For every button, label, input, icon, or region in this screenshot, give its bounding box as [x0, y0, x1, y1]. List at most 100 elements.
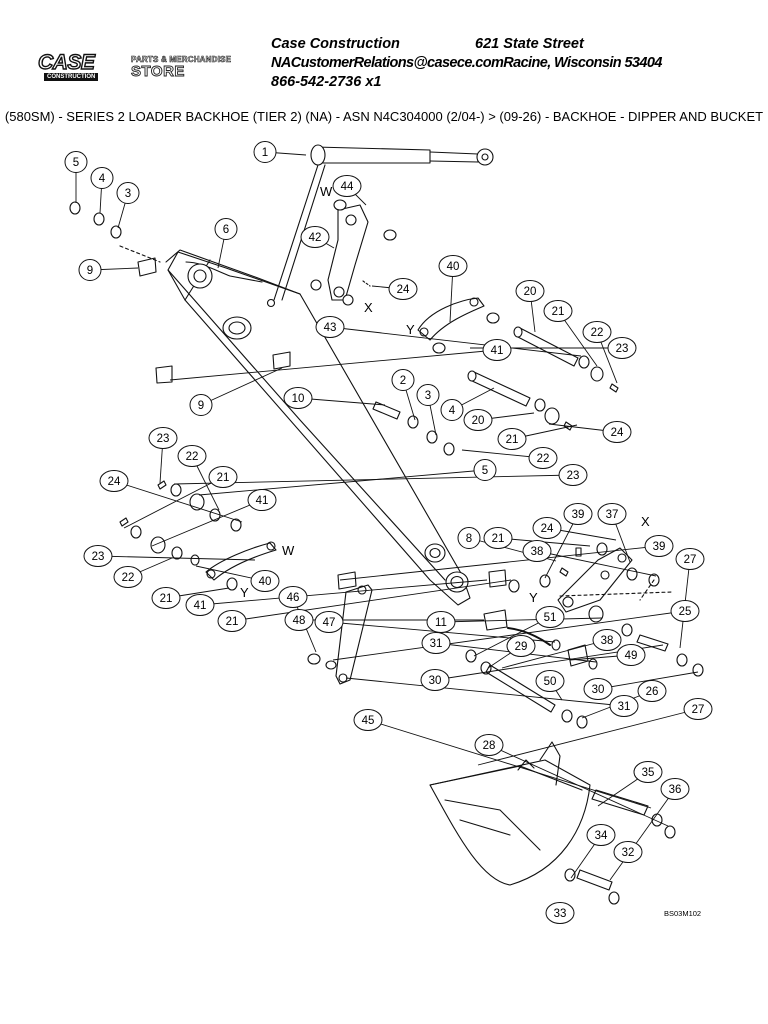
callout-circle [90, 167, 114, 189]
callout-number: 41 [491, 345, 504, 357]
callout-circle [616, 644, 646, 666]
callout-20: 20 [515, 280, 545, 302]
email-city-line: NACustomerRelations@casece.comRacine, Wi… [271, 55, 662, 71]
leader-line [113, 480, 243, 523]
callout-number: 29 [515, 641, 528, 653]
callout-number: 43 [324, 322, 337, 334]
callout-8: 8 [457, 527, 481, 549]
callout-number: 11 [435, 617, 447, 629]
callout-27: 27 [675, 548, 705, 570]
callout-3: 3 [116, 182, 140, 204]
callout-circle [644, 535, 674, 557]
callout-24: 24 [532, 517, 562, 539]
callout-layer: 1543446429244020432122234191023420212422… [64, 141, 713, 924]
callout-number: 42 [309, 232, 322, 244]
connection-letter-W: W [282, 543, 295, 558]
callout-25: 25 [670, 600, 700, 622]
bucket-drawing [429, 741, 676, 905]
callout-number: 5 [73, 157, 79, 169]
leader-line [536, 550, 657, 577]
callout-number: 21 [506, 434, 519, 446]
connection-letter-Y: Y [529, 590, 538, 605]
callout-circle [515, 280, 545, 302]
callout-number: 48 [293, 615, 306, 627]
callout-number: 45 [362, 715, 375, 727]
callout-37: 37 [597, 503, 627, 525]
callout-40: 40 [250, 570, 280, 592]
callout-10: 10 [283, 387, 313, 409]
callout-circle [637, 680, 667, 702]
callout-circle [535, 606, 565, 628]
callout-circle [253, 141, 277, 163]
callout-number: 36 [669, 784, 682, 796]
callout-circle [314, 611, 344, 633]
callout-3: 3 [416, 384, 440, 406]
callout-number: 38 [601, 635, 614, 647]
leader-line [199, 579, 488, 606]
callout-number: 21 [552, 306, 565, 318]
pins-and-washers-drawing [69, 201, 704, 729]
leader-line [501, 639, 608, 669]
callout-circle [151, 587, 181, 609]
callout-circle [426, 611, 456, 633]
case-logo: CASE CONSTRUCTION [37, 51, 118, 82]
callout-23: 23 [607, 337, 637, 359]
callout-24: 24 [99, 470, 129, 492]
leader-line [200, 367, 283, 406]
callout-circle [116, 182, 140, 204]
callout-circle [660, 778, 690, 800]
leader-line [473, 616, 551, 657]
callout-number: 24 [397, 284, 410, 296]
callout-number: 3 [125, 188, 131, 200]
callout-number: 24 [611, 427, 624, 439]
callout-circle [300, 226, 330, 248]
callout-number: 24 [541, 523, 554, 535]
callout-circle [353, 709, 383, 731]
callout-number: 27 [684, 554, 697, 566]
callout-5: 5 [473, 459, 497, 481]
page-title: (580SM) - SERIES 2 LOADER BACKHOE (TIER … [4, 109, 764, 124]
callout-42: 42 [300, 226, 330, 248]
callout-circle [597, 503, 627, 525]
leader-line [367, 719, 652, 809]
part-drawings [69, 144, 704, 905]
callout-23: 23 [558, 464, 588, 486]
drawing-reference: BS03M102 [664, 909, 701, 918]
callout-number: 23 [92, 551, 105, 563]
callout-circle [592, 629, 622, 651]
callout-circle [463, 409, 493, 431]
callout-number: 8 [466, 533, 472, 545]
callout-number: 37 [606, 509, 619, 521]
callout-41: 41 [247, 489, 277, 511]
callout-circle [189, 394, 213, 416]
callout-number: 39 [572, 509, 585, 521]
callout-circle [217, 610, 247, 632]
parts-store-logo: PARTS & MERCHANDISE STORE [131, 55, 271, 85]
case-logo-subtitle: CONSTRUCTION [44, 73, 99, 81]
callout-number: 25 [679, 606, 692, 618]
callout-47: 47 [314, 611, 344, 633]
callout-number: 21 [226, 616, 239, 628]
callout-circle [284, 609, 314, 631]
leader-line [97, 555, 256, 561]
callout-circle [474, 734, 504, 756]
leader-line [151, 499, 263, 547]
connection-letter-Y: Y [406, 322, 415, 337]
store-logo-line1: PARTS & MERCHANDISE [131, 55, 232, 65]
connection-letter-Y: Y [240, 585, 249, 600]
callout-circle [208, 466, 238, 488]
case-wordmark: CASE [37, 51, 95, 74]
callout-46: 46 [278, 586, 308, 608]
callout-number: 9 [198, 400, 204, 412]
callout-circle [388, 278, 418, 300]
callout-number: 32 [622, 847, 635, 859]
callout-number: 22 [591, 327, 604, 339]
callout-26: 26 [637, 680, 667, 702]
callout-22: 22 [113, 566, 143, 588]
callout-number: 30 [429, 675, 442, 687]
callout-number: 9 [87, 265, 93, 277]
callout-circle [506, 635, 536, 657]
callout-number: 4 [99, 173, 106, 185]
callout-27: 27 [683, 698, 713, 720]
